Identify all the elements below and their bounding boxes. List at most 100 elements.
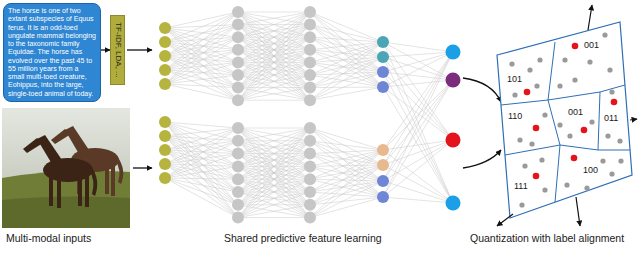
horse-photo-part-part [51,129,71,144]
network-link [165,12,238,70]
network-link [310,42,383,100]
network-link [383,52,453,181]
network-link [165,28,238,88]
network-link [165,136,238,218]
network-link [383,80,453,181]
section-caption: Multi-modal inputs [6,233,91,245]
horse-photo-part-part [78,176,82,206]
horse-photo-part-part [111,166,115,196]
network-link [383,42,453,52]
network-neuron [377,51,389,63]
network-neuron [304,94,316,106]
network-neuron [232,94,244,106]
horse-photo-part-part [37,135,62,164]
network-link [165,42,238,62]
network-link [310,165,383,192]
quantization-space-part-part [560,145,598,150]
network-link [383,52,453,87]
network-neuron [159,172,171,184]
network-link [165,122,238,192]
network-link [238,128,310,141]
network-neuron [159,78,171,90]
section-caption: Quantization with label alignment [470,233,624,245]
network-link [383,181,453,203]
network-link [238,128,310,192]
network-link [165,128,238,136]
flow-arrow [101,49,110,50]
quantization-space-part-part [576,197,580,226]
network-link [310,50,383,87]
quantization-space-part-part [497,214,513,226]
quantization-space-part-part [557,122,562,127]
network-link [310,150,383,179]
quantization-space-part-part [522,163,527,168]
quantization-space-part-part [571,155,578,162]
network-link [165,164,238,218]
quantization-space-part-part [534,83,539,88]
network-link [165,178,238,205]
network-link [238,12,310,50]
hash-code: 001 [584,41,599,51]
network-link [238,205,310,218]
quantization-space-part-part [572,77,577,82]
network-link [310,181,383,205]
horse-photo-part-part [105,166,109,194]
network-link [238,62,310,100]
network-link [238,25,310,101]
network-link [165,25,238,84]
quantization-space-part-part [609,89,614,94]
network-neuron [232,160,244,172]
network-link [165,128,238,178]
network-link [165,150,238,192]
network-link [383,150,453,203]
network-link [165,141,238,150]
quantization-space [497,5,637,226]
network-link [310,37,383,42]
network-neuron [446,196,461,211]
network-neuron [232,69,244,81]
horse-photo-part-part [85,176,89,207]
network-neuron [377,191,389,203]
quantization-space-part-part [605,133,610,138]
network-neuron [304,122,316,134]
network-neuron [377,81,389,93]
quantization-space-part-part [537,57,542,62]
network-link [238,12,310,100]
network-link [238,128,310,141]
quantization-space-part [509,32,623,207]
network-link [165,12,238,42]
network-neuron [232,135,244,147]
network-link [238,12,310,25]
quantization-space-part-part [611,99,618,106]
network-link [383,80,453,197]
quantization-space-part [524,43,618,180]
network-link [165,141,238,164]
network-link [383,197,453,203]
network-link [238,12,310,13]
flow-arrow-part [463,150,501,168]
network-link [165,50,238,84]
network-neuron [304,6,316,18]
horse-photo-part [23,135,97,208]
quantization-space-part-part [607,67,612,72]
network-neuron [159,144,171,156]
network-link [165,150,238,205]
quantization-space-part-part [564,182,569,187]
network-link [238,128,310,166]
network-link [238,12,310,100]
flow-arrow-part [133,167,152,168]
network-neuron [446,45,461,60]
network-neuron [232,82,244,94]
quantization-space-part-part [524,89,531,96]
network-link [165,166,238,178]
network-link [238,37,310,100]
network-link [310,197,383,205]
network-link [310,42,383,75]
network-neuron [304,160,316,172]
document-text: The horse is one of two extant subspecie… [8,7,96,98]
network-link [310,42,383,62]
network-link [310,87,383,100]
flow-arrow-part [463,78,501,102]
section-caption: Shared predictive feature learning [224,233,382,245]
network-link [310,141,383,181]
